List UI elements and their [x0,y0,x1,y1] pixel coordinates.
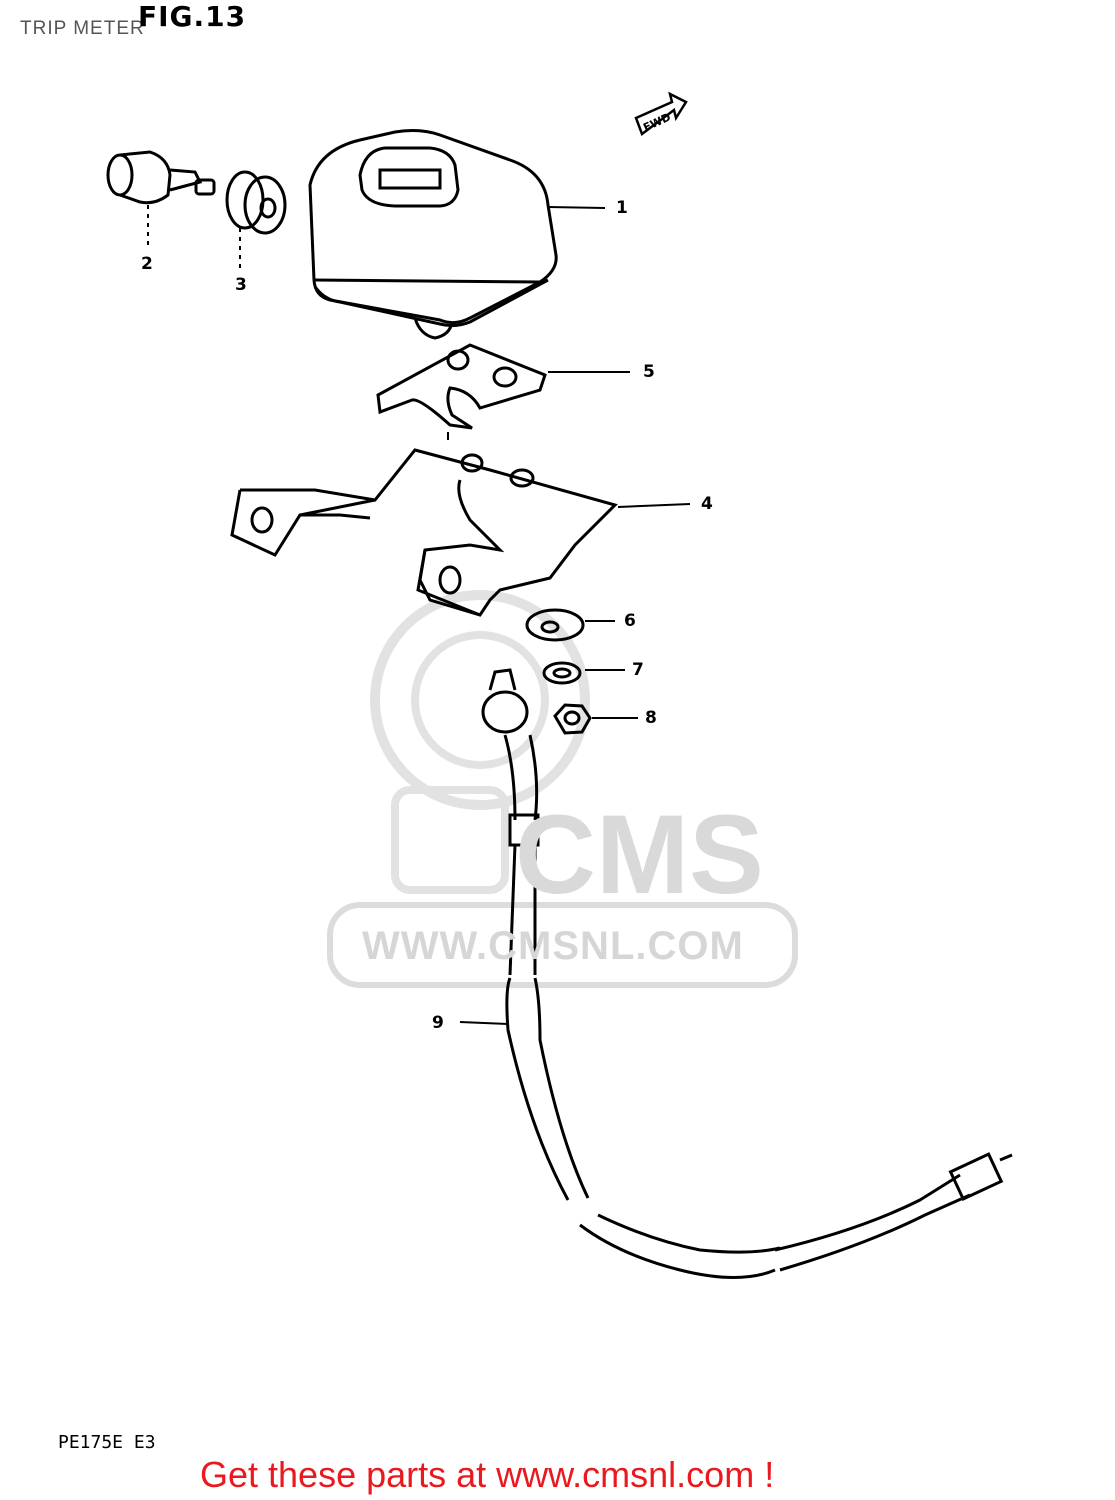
figure-label: FIG.13 [138,0,247,33]
watermark-brand: CMS [515,792,764,917]
callout-3: 3 [235,275,247,295]
callout-9: 9 [432,1013,444,1033]
nut [553,703,592,735]
trip-meter-housing [308,129,558,340]
model-code: PE175E E3 [58,1432,156,1453]
callout-8: 8 [645,708,657,728]
callout-2: 2 [141,254,153,274]
grommet [225,170,287,272]
watermark-url: WWW.CMSNL.COM [362,924,744,968]
mounting-plate [376,343,547,440]
callout-6: 6 [624,611,636,631]
callout-1: 1 [616,198,628,218]
page-title: TRIP METER [20,18,145,39]
trip-meter-cable [481,668,1013,1279]
bracket [230,448,618,617]
lock-washer [542,661,582,685]
parts-link[interactable]: Get these parts at www.cmsnl.com ! [200,1454,775,1495]
fwd-arrow-icon: FWD [634,91,688,137]
watermark-logo [327,590,798,988]
reset-knob [106,150,216,250]
callout-5: 5 [643,362,655,382]
callout-4: 4 [701,494,713,514]
callout-7: 7 [632,660,644,680]
leader-lines [459,206,691,1025]
washer [525,608,585,642]
